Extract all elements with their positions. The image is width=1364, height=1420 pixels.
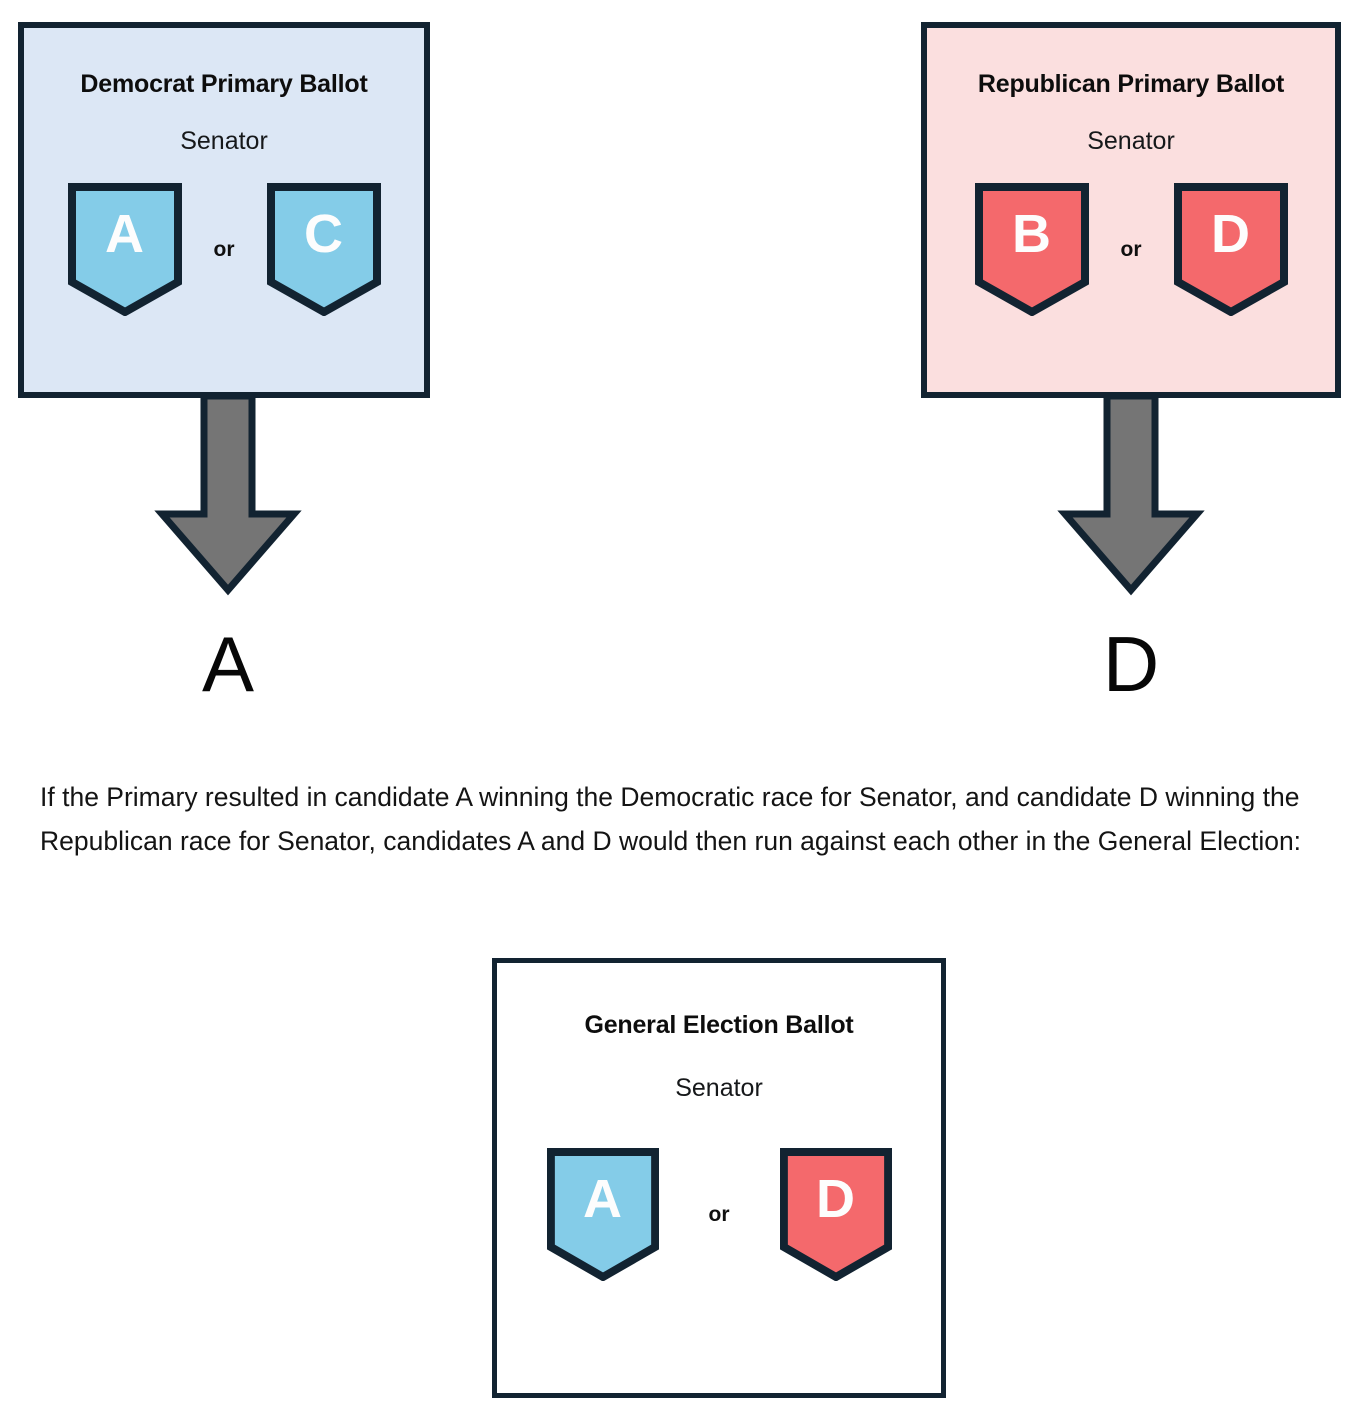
general-or-label: or bbox=[708, 1203, 730, 1226]
general-election-ballot-box: General Election Ballot Senator A or D bbox=[492, 958, 946, 1398]
general-ballot-title: General Election Ballot bbox=[584, 1011, 854, 1039]
candidate-shield-a[interactable]: A bbox=[67, 183, 182, 316]
republican-ballot-office: Senator bbox=[1087, 127, 1175, 155]
shield-icon bbox=[67, 183, 182, 316]
down-arrow-icon bbox=[154, 396, 302, 596]
democrat-ballot-office: Senator bbox=[180, 127, 268, 155]
shield-icon bbox=[266, 183, 381, 316]
candidate-shield-d[interactable]: D bbox=[1173, 183, 1288, 316]
republican-ballot-title: Republican Primary Ballot bbox=[977, 70, 1285, 98]
general-candidate-shield-d[interactable]: D bbox=[779, 1148, 892, 1281]
democrat-primary-ballot-box: Democrat Primary Ballot Senator A or C bbox=[18, 22, 430, 398]
candidate-shield-b[interactable]: B bbox=[974, 183, 1089, 316]
democrat-candidate-choices: A or C bbox=[67, 183, 381, 316]
down-arrow-icon bbox=[1057, 396, 1205, 596]
republican-flow-arrow bbox=[1051, 396, 1211, 596]
shield-icon bbox=[546, 1148, 659, 1281]
democrat-primary-winner: A bbox=[201, 620, 255, 708]
republican-or-label: or bbox=[1120, 238, 1142, 261]
democrat-or-label: or bbox=[213, 238, 235, 261]
shield-icon bbox=[1173, 183, 1288, 316]
democrat-flow-arrow bbox=[148, 396, 308, 596]
general-candidate-shield-a[interactable]: A bbox=[546, 1148, 659, 1281]
republican-primary-ballot-box: Republican Primary Ballot Senator B or D bbox=[921, 22, 1341, 398]
general-ballot-office: Senator bbox=[675, 1074, 763, 1102]
candidate-shield-c[interactable]: C bbox=[266, 183, 381, 316]
shield-icon bbox=[779, 1148, 892, 1281]
democrat-ballot-title: Democrat Primary Ballot bbox=[80, 70, 368, 98]
republican-candidate-choices: B or D bbox=[974, 183, 1288, 316]
general-candidate-choices: A or D bbox=[546, 1148, 892, 1281]
shield-icon bbox=[974, 183, 1089, 316]
explanatory-caption: If the Primary resulted in candidate A w… bbox=[40, 782, 1302, 856]
republican-primary-winner: D bbox=[1102, 620, 1160, 708]
